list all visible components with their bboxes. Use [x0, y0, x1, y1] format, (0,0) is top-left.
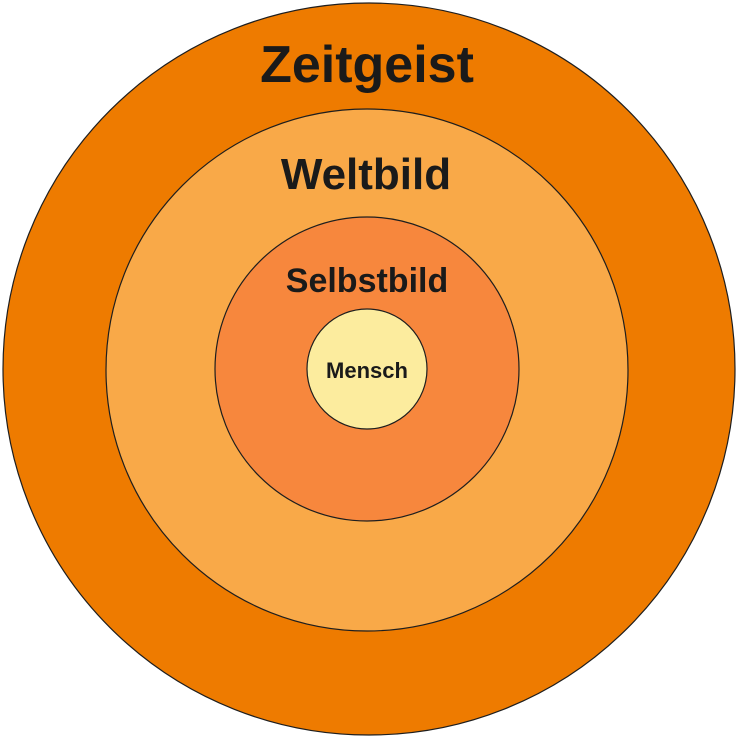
- ring-mensch: [306, 308, 428, 430]
- label-zeitgeist: Zeitgeist: [260, 36, 474, 94]
- label-selbstbild: Selbstbild: [286, 262, 448, 300]
- label-weltbild: Weltbild: [281, 150, 451, 199]
- label-mensch: Mensch: [326, 358, 408, 383]
